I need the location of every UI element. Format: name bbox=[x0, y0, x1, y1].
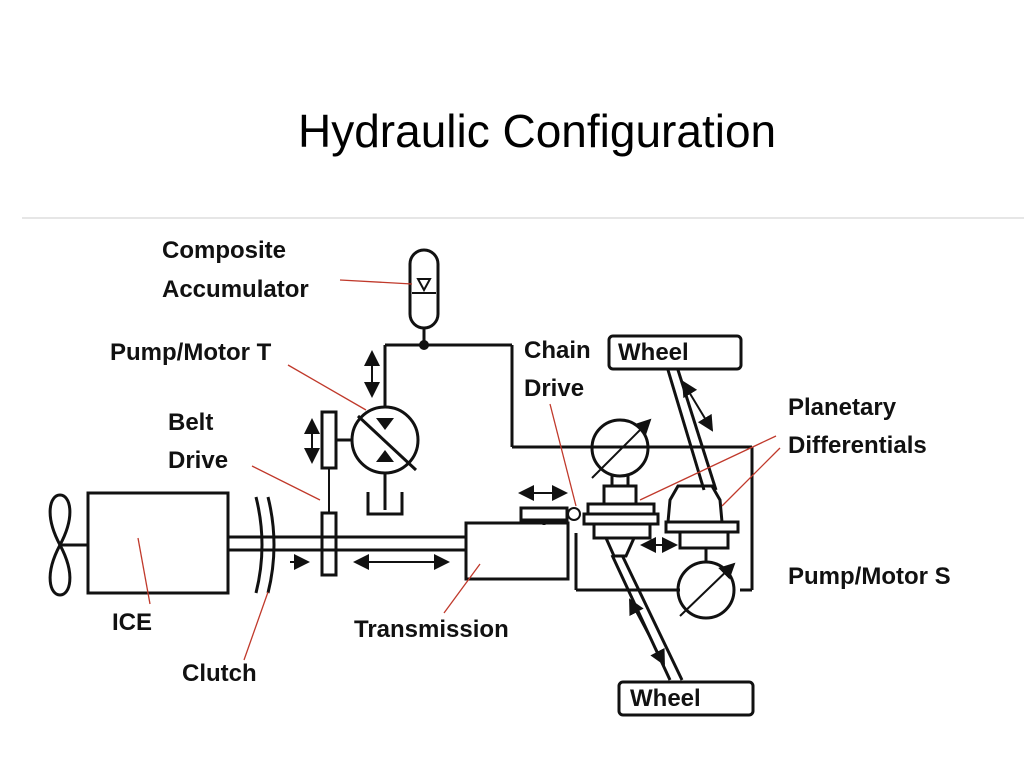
slide-title: Hydraulic Configuration bbox=[298, 105, 777, 157]
label-clutch: Clutch bbox=[182, 660, 257, 687]
label-wheel-bottom: Wheel bbox=[630, 685, 701, 712]
label-composite-accumulator-line1: Composite bbox=[162, 237, 286, 264]
label-ice: ICE bbox=[112, 609, 152, 636]
clutch-icon bbox=[254, 496, 276, 594]
label-pump-motor-t: Pump/Motor T bbox=[110, 339, 272, 366]
fan-icon bbox=[48, 493, 88, 597]
hydraulic-lines bbox=[383, 328, 754, 592]
pump-motor-t bbox=[350, 405, 420, 475]
label-composite-accumulator-line2: Accumulator bbox=[162, 276, 309, 303]
axle-top-arrow bbox=[681, 380, 714, 432]
reservoir bbox=[366, 492, 404, 516]
ice-engine bbox=[86, 491, 230, 595]
axle-top bbox=[666, 369, 718, 491]
label-wheel-top: Wheel bbox=[618, 339, 689, 366]
main-shaft bbox=[228, 535, 466, 552]
axle-bottom bbox=[610, 554, 684, 681]
accumulator bbox=[408, 248, 440, 330]
transmission-box bbox=[464, 521, 570, 581]
belt-pulley-upper bbox=[320, 410, 338, 470]
label-planetary-line1: Planetary bbox=[788, 394, 897, 421]
axle-bottom-arrow bbox=[629, 598, 665, 666]
planetary-left bbox=[582, 418, 660, 558]
label-transmission: Transmission bbox=[354, 616, 509, 643]
planetary-right bbox=[664, 484, 740, 550]
label-chain-drive-line1: Chain bbox=[524, 337, 591, 364]
label-belt-drive-line2: Drive bbox=[168, 447, 228, 474]
label-planetary-line2: Differentials bbox=[788, 432, 927, 459]
chain-drive bbox=[519, 506, 581, 525]
wheel-bottom-box bbox=[617, 680, 755, 717]
leader-lines bbox=[137, 279, 781, 661]
label-pump-motor-s: Pump/Motor S bbox=[788, 563, 951, 590]
pump-motor-s bbox=[676, 548, 736, 620]
junction-dot bbox=[419, 340, 429, 350]
label-chain-drive-line2: Drive bbox=[524, 375, 584, 402]
belt-pulley-lower bbox=[320, 511, 338, 577]
label-belt-drive-line1: Belt bbox=[168, 409, 213, 436]
wheel-top-box bbox=[607, 334, 743, 371]
